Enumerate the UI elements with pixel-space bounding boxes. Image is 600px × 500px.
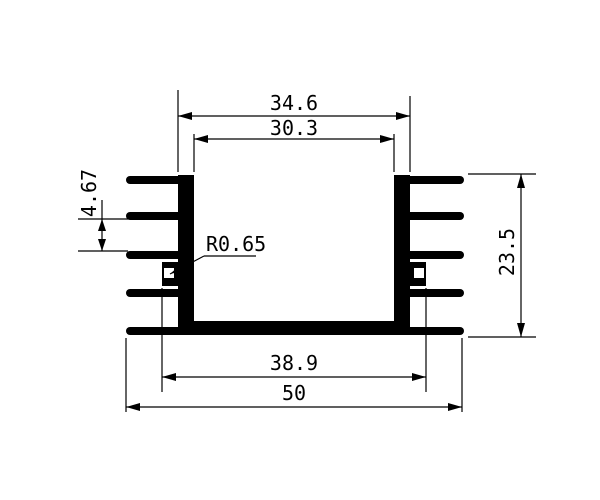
- label-inner-bottom-width: 38.9: [270, 351, 318, 375]
- label-inner-top-width: 30.3: [270, 116, 318, 140]
- label-overall-height: 23.5: [495, 228, 519, 276]
- dimension-outer-top-width: 34.6: [177, 90, 411, 172]
- label-corner-radius: R0.65: [206, 232, 266, 256]
- dimension-fin-pitch: 4.67: [77, 169, 128, 252]
- label-overall-width: 50: [282, 381, 306, 405]
- right-clip-slot: [414, 268, 424, 278]
- dimension-inner-top-width: 30.3: [193, 116, 395, 172]
- dimension-overall-height: 23.5: [468, 173, 536, 338]
- leader-corner-radius: R0.65: [169, 232, 266, 275]
- left-clip-slot: [164, 268, 174, 278]
- label-fin-pitch: 4.67: [77, 169, 101, 217]
- dimension-inner-bottom-width: 38.9: [161, 288, 427, 392]
- base-plate: [178, 321, 410, 335]
- dimension-overall-width: 50: [125, 338, 463, 412]
- label-outer-top-width: 34.6: [270, 91, 318, 115]
- heatsink-profile: [126, 175, 464, 335]
